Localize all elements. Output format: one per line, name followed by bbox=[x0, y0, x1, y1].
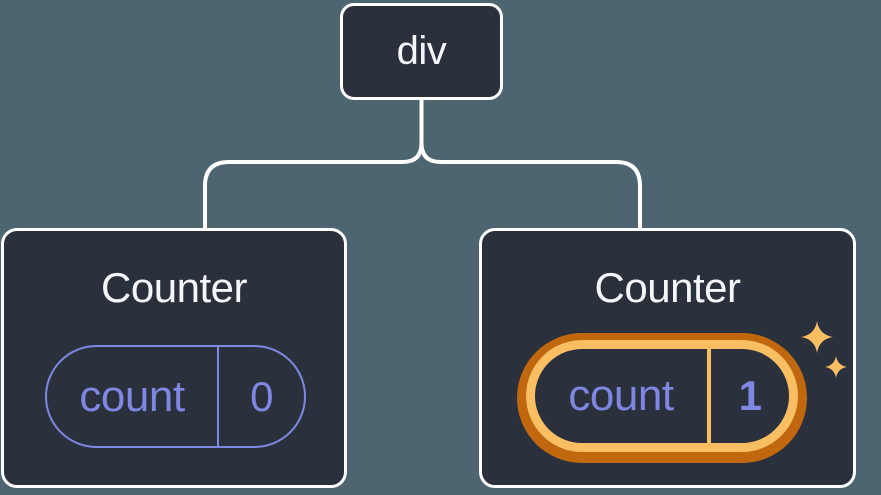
counter-title: Counter bbox=[594, 264, 741, 311]
state-value: 1 bbox=[738, 372, 762, 419]
counter-card-right: Counter count 1 bbox=[479, 228, 856, 488]
state-pill-highlighted: count 1 bbox=[526, 340, 798, 452]
counter-card-left: Counter count 0 bbox=[1, 228, 347, 488]
tree-node-label: div bbox=[396, 29, 447, 73]
state-label: count bbox=[79, 371, 185, 421]
sparkle-icon bbox=[801, 321, 847, 378]
sparkle-small-icon bbox=[825, 356, 847, 378]
state-value: 0 bbox=[250, 372, 273, 420]
pill-divider bbox=[707, 349, 711, 443]
tree-node-div: div bbox=[340, 3, 503, 100]
sparkle-large-icon bbox=[801, 321, 833, 353]
pill-divider bbox=[217, 347, 219, 446]
connector-right-branch bbox=[419, 100, 642, 230]
connector-left-branch bbox=[203, 100, 424, 230]
counter-title: Counter bbox=[101, 264, 247, 311]
state-pill: count 0 bbox=[45, 345, 306, 448]
state-label: count bbox=[568, 371, 674, 420]
